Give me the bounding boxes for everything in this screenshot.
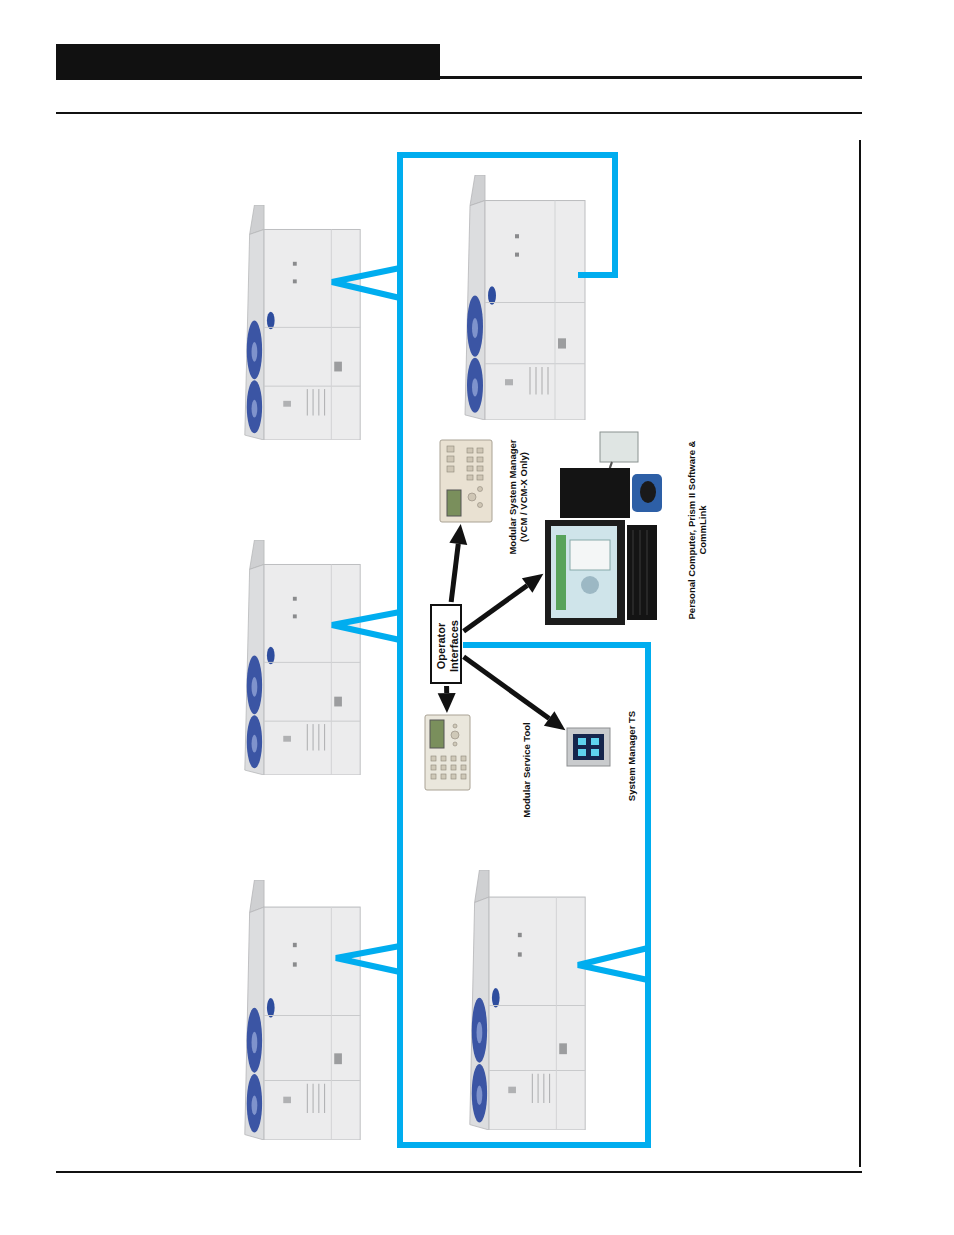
device-picture: Modular System Manager (VCM / VCM-X Only… xyxy=(440,440,492,522)
arrow-connector xyxy=(464,657,566,731)
arrow-shaft xyxy=(451,544,458,602)
arrow-connector xyxy=(464,574,544,632)
arrow-head xyxy=(544,711,565,730)
arrow-connector xyxy=(438,686,456,713)
arrow-head xyxy=(522,574,543,593)
arrow-head xyxy=(438,693,456,713)
device-label: Modular System Manager (VCM / VCM-X Only… xyxy=(507,427,530,567)
interface-title: Operator Interfaces xyxy=(435,610,461,682)
device-label: System Manager TS xyxy=(626,691,637,821)
device-label: Personal Computer, Prism II Software & C… xyxy=(686,424,709,636)
arrow-shaft xyxy=(444,686,449,693)
arrow-connector xyxy=(449,524,467,602)
device-picture: System Manager TS xyxy=(567,728,610,766)
arrow-head xyxy=(449,524,467,545)
computer-picture: Personal Computer, Prism II Software & C… xyxy=(545,430,670,625)
arrow-shaft xyxy=(464,657,550,719)
interface-box: Operator Interfaces xyxy=(430,604,462,684)
arrow-shaft xyxy=(464,585,528,631)
device-label: Modular Service Tool xyxy=(521,705,532,835)
device-picture: Modular Service Tool xyxy=(425,715,470,790)
